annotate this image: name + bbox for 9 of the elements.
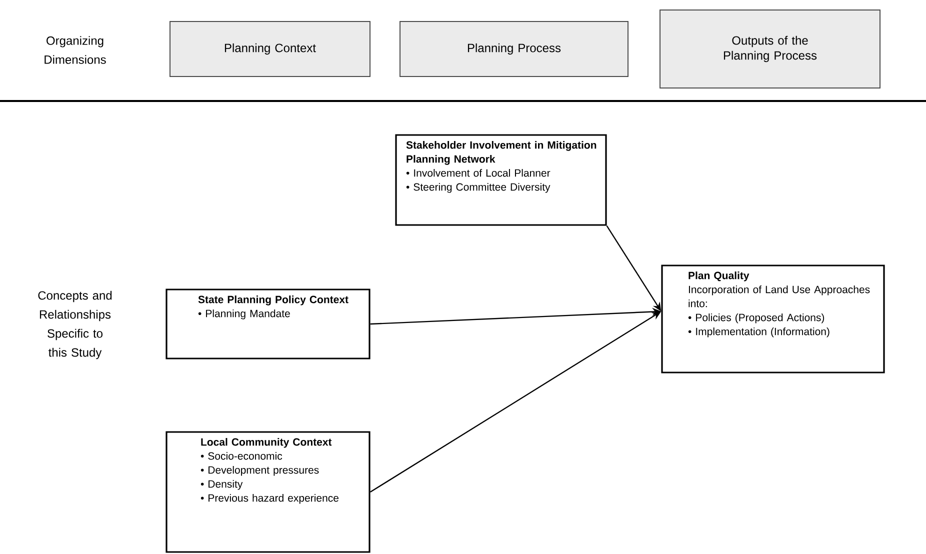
concept-box: Stakeholder Involvement in Mitigation Planning Network • Involvement of Local Planner • Steering Committee Diversity — [395, 134, 607, 226]
concept-box: State Planning Policy Context • Planning Mandate — [166, 288, 370, 360]
header-box: Planning Process — [400, 21, 628, 77]
row-label: Concepts and Relationships Specific to this Study — [38, 290, 112, 360]
row-label: Organizing Dimensions — [44, 36, 106, 64]
header-box: Planning Context — [170, 21, 370, 77]
header-box: Outputs of the Planning Process — [660, 10, 880, 88]
concept-box: Local Community Context • Socio-economic • Development pressures • Density • Previous hazard experience — [166, 431, 370, 553]
concept-box: Plan Quality Incorporation of Land Use Approaches into: • Policies (Proposed Actions) • Implementation (Information) — [661, 264, 885, 374]
